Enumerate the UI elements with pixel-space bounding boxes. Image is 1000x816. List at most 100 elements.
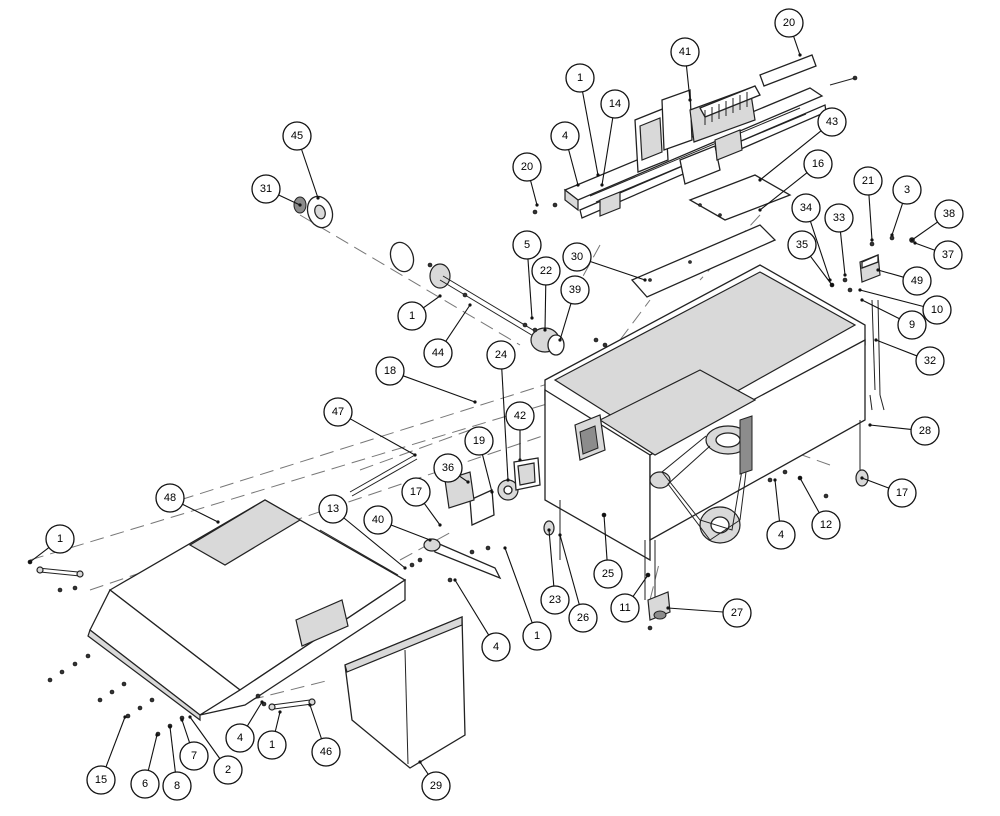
callout-leader-tip xyxy=(468,303,472,307)
chute-29 xyxy=(344,616,466,769)
callout-bubble xyxy=(481,632,511,662)
callout-label: 19 xyxy=(473,435,485,447)
callout-34: 34 xyxy=(791,193,832,282)
callout-17: 17 xyxy=(401,477,442,527)
callout-label: 42 xyxy=(514,410,526,422)
callout-1: 1 xyxy=(565,63,600,177)
callout-label: 43 xyxy=(826,116,838,128)
callout-leader xyxy=(181,719,191,743)
callout-bubble xyxy=(311,737,341,767)
callout-bubble xyxy=(86,765,116,795)
callout-43: 43 xyxy=(758,107,847,182)
callout-label: 11 xyxy=(619,602,630,614)
callout-32: 32 xyxy=(874,338,945,376)
callout-bubble xyxy=(915,346,945,376)
callout-leader-tip xyxy=(428,538,432,542)
callout-37: 37 xyxy=(913,240,963,270)
callout-bubble xyxy=(902,266,932,296)
callout-label: 4 xyxy=(237,732,243,744)
callout-leader-tip xyxy=(518,458,522,462)
callout-15: 15 xyxy=(86,715,127,795)
callout-bubble xyxy=(892,175,922,205)
callout-label: 39 xyxy=(569,284,581,296)
callout-label: 35 xyxy=(796,239,808,251)
callout-bubble xyxy=(225,723,255,753)
callout-42: 42 xyxy=(505,401,535,462)
callout-4: 4 xyxy=(766,478,796,550)
callout-leader xyxy=(501,368,509,481)
callout-7: 7 xyxy=(179,718,209,771)
callout-label: 8 xyxy=(174,780,180,792)
callout-leader-tip xyxy=(543,328,547,332)
callout-25: 25 xyxy=(593,513,623,589)
callout-leader-tip xyxy=(758,208,762,212)
callout-bubble xyxy=(401,477,431,507)
callout-label: 6 xyxy=(142,778,148,790)
callout-bubble xyxy=(897,310,927,340)
callout-leader-tip xyxy=(773,478,777,482)
callout-bubble xyxy=(853,166,883,196)
callout-leader-tip xyxy=(298,203,302,207)
callout-leader xyxy=(274,711,281,732)
callout-12: 12 xyxy=(798,476,841,540)
callout-bubble xyxy=(933,240,963,270)
callout-leader-tip xyxy=(874,338,878,342)
callout-label: 2 xyxy=(225,764,231,776)
callout-leader xyxy=(504,547,533,624)
callout-bubble xyxy=(803,149,833,179)
callout-bubble xyxy=(512,152,542,182)
cover-plate-43 xyxy=(688,174,792,221)
callout-leader-tip xyxy=(758,178,762,182)
callout-leader xyxy=(582,91,599,176)
callout-label: 32 xyxy=(924,355,936,367)
callout-leader-tip xyxy=(558,533,562,537)
callout-48: 48 xyxy=(155,483,220,524)
callout-20: 20 xyxy=(774,8,804,57)
callout-bubble xyxy=(251,174,281,204)
callout-leader-tip xyxy=(688,98,692,102)
callout-label: 30 xyxy=(571,251,583,263)
callout-leader xyxy=(459,475,469,483)
callout-leader-tip xyxy=(646,573,650,577)
callout-35: 35 xyxy=(787,230,834,287)
callout-label: 16 xyxy=(812,158,824,170)
callout-leader-tip xyxy=(403,566,407,570)
callout-leader-tip xyxy=(860,476,864,480)
callout-label: 36 xyxy=(442,462,454,474)
callout-bubble xyxy=(282,121,312,151)
callout-2: 2 xyxy=(188,715,243,785)
callout-leader xyxy=(759,130,822,181)
callout-bubble xyxy=(610,593,640,623)
callout-leader xyxy=(423,295,441,309)
callout-leader xyxy=(343,517,406,569)
callout-leader-tip xyxy=(858,288,862,292)
callout-leader-tip xyxy=(278,710,282,714)
callout-leader xyxy=(839,231,846,276)
callout-1: 1 xyxy=(28,524,75,564)
callout-bubble xyxy=(130,769,160,799)
callout-bubble xyxy=(817,107,847,137)
callout-bubble xyxy=(375,356,405,386)
callout-bubble xyxy=(522,621,552,651)
right-side-components xyxy=(829,235,915,487)
callout-29: 29 xyxy=(418,760,451,801)
callout-leader xyxy=(530,180,538,206)
callout-41: 41 xyxy=(670,37,700,102)
cover-plate-30 xyxy=(630,224,777,298)
callout-leader-tip xyxy=(870,238,874,242)
callout-label: 37 xyxy=(942,249,954,261)
callout-1: 1 xyxy=(503,546,552,651)
callout-label: 22 xyxy=(540,265,552,277)
callout-bubble xyxy=(363,505,393,535)
callout-leader-tip xyxy=(413,453,417,457)
callout-leader-tip xyxy=(28,560,32,564)
callout-bubble xyxy=(562,242,592,272)
callout-leader-tip xyxy=(180,718,184,722)
callout-bubble xyxy=(565,63,595,93)
mid-components xyxy=(349,454,541,583)
callout-leader xyxy=(603,514,608,561)
callout-9: 9 xyxy=(860,298,927,340)
callout-13: 13 xyxy=(318,494,407,570)
callout-leader xyxy=(759,172,808,211)
